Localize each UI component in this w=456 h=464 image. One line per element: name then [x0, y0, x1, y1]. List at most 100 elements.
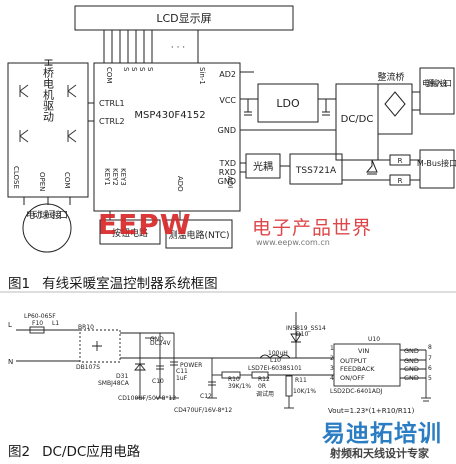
rectifier-box — [377, 83, 413, 135]
pin-gnd: GND — [218, 126, 236, 135]
pin-com-top: COM — [105, 67, 113, 83]
sch-onoff: ON/OFF — [340, 374, 365, 382]
sch-db: DB107S — [76, 364, 100, 371]
figure-2-schematic: L N LP60-065F F10 L1 BR10 DB107S DC24V G… — [8, 312, 432, 415]
sch-c11: C11 — [176, 368, 188, 375]
eepw-cn-logo: 电子产品世界 — [252, 217, 373, 239]
sch-c10: C10 — [152, 378, 164, 385]
bus-dots: · · · — [171, 43, 185, 53]
sch-note: 调试用 — [256, 390, 274, 398]
rf-subtitle: 射频和天线设计专家 — [330, 447, 429, 460]
sch-f10: F10 — [32, 320, 43, 327]
sch-l1: L1 — [52, 320, 59, 327]
sch-output: OUTPUT — [340, 357, 367, 365]
sch-feedback: FEEDBACK — [340, 365, 375, 373]
sch-n: N — [8, 358, 13, 366]
mcu-label: MSP430F4152 — [134, 110, 205, 121]
sch-c11v: 1uF — [176, 375, 188, 382]
eepw-logo: EEPW — [98, 208, 192, 241]
sch-r11v: 10K/1% — [293, 388, 316, 395]
sch-d10: D10 — [296, 331, 308, 338]
pin-seg-3: S — [138, 67, 146, 72]
eepw-url: www.eepw.com.cn — [256, 238, 330, 247]
hb-close: CLOSE — [12, 166, 20, 189]
pin-vcc: VCC — [219, 96, 236, 105]
sch-smbj: SMBJ48CA — [98, 380, 130, 387]
dcdc-label: DC/DC — [341, 114, 374, 125]
sch-r10v: 39K/1% — [228, 383, 251, 390]
sch-u10: U10 — [368, 336, 380, 343]
resistor-r1-label: R — [398, 157, 403, 165]
lcd-label: LCD显示屏 — [156, 12, 211, 25]
rf-logo: 易迪拓培训 — [322, 421, 442, 447]
lcd-bus — [103, 30, 199, 63]
pin-rxd: RXD — [219, 168, 236, 177]
sch-pin4: 4 — [330, 375, 334, 382]
tvs-diode-icon — [365, 159, 378, 175]
sch-l10: L10 — [270, 357, 281, 364]
figure-1-title: 有线采暖室温控制器系统框图 — [42, 276, 218, 292]
sch-l10v: 100uH — [268, 350, 288, 357]
figure-1-caption: 图1 有线采暖室温控制器系统框图 — [8, 272, 218, 292]
ldo-label: LDO — [276, 97, 300, 110]
pin-seg-1: S — [122, 67, 130, 72]
power-wires — [240, 71, 420, 131]
pin-key1: KEY1 — [103, 168, 111, 186]
rectifier-diamond-icon — [384, 91, 406, 117]
sch-c10v: CD100UF/50V-8*12 — [118, 395, 176, 402]
figure-2-number: 图2 — [8, 444, 31, 460]
sch-pin7: 7 — [428, 355, 432, 362]
sch-pin8: 8 — [428, 344, 432, 351]
pin-key3: KEY3 — [119, 168, 127, 186]
rectifier-label: 整流桥 — [377, 71, 404, 83]
sch-r11: R11 — [295, 377, 307, 384]
pin-txd: TXD — [218, 159, 236, 168]
pin-key2: KEY2 — [111, 168, 119, 186]
power-input-box — [419, 67, 455, 115]
hb-com: COM — [63, 172, 71, 188]
pin-sin1: Sin-1 — [198, 67, 206, 85]
sch-pin5: 5 — [428, 375, 432, 382]
tss721a-box — [289, 153, 343, 185]
sch-d10v: IN5819_SS14 — [286, 325, 326, 332]
h-bridge-label: H桥电机驱动 — [42, 58, 55, 121]
sch-c12: C12 — [200, 393, 212, 400]
valve-label: 电动球阀接口 — [26, 209, 68, 221]
sch-gnd-pin1: GND — [404, 347, 419, 355]
sch-gnd-top: GND — [150, 336, 164, 343]
keys-label: 按钮电路 — [112, 227, 148, 239]
figure-2-title: DC/DC应用电路 — [42, 444, 141, 460]
pin-ctrl1: CTRL1 — [99, 99, 125, 108]
sch-chip: LSD2DC-6401ADJ — [330, 388, 383, 395]
hb-open: OPEN — [38, 172, 46, 191]
sch-br10: BR10 — [78, 324, 94, 331]
keys-box — [99, 219, 161, 245]
figure-1-number: 图1 — [8, 276, 31, 292]
power-input-label: 电源输入接口 — [422, 78, 452, 88]
pin-seg-4: S — [146, 67, 154, 72]
sch-v24: DC24V — [150, 340, 171, 347]
sch-r10: R10 — [228, 376, 240, 383]
sch-power: POWER — [180, 362, 202, 369]
pin-adi: ADI — [226, 176, 234, 188]
sch-c12v: CD470UF/16V-8*12 — [174, 407, 232, 414]
resistor-r2-label: R — [398, 177, 403, 185]
pin-seg-2: S — [130, 67, 138, 72]
transistor-icons — [19, 84, 77, 143]
sch-pin2: 2 — [330, 355, 334, 362]
valve-circle — [22, 203, 72, 253]
sch-lp: LP60-065F — [24, 313, 56, 320]
pin-ado: ADO — [176, 176, 184, 192]
ldo-box — [257, 83, 319, 123]
sch-pin1: 1 — [330, 345, 334, 352]
mbus-box — [419, 149, 455, 189]
sch-gnd-pin2: GND — [404, 357, 419, 365]
pin-ad2: AD2 — [219, 70, 236, 79]
figure-2-caption: 图2 DC/DC应用电路 — [8, 440, 140, 460]
mcu-box — [93, 62, 241, 212]
optocoupler-label: 光耦 — [253, 160, 273, 173]
pin-gnd2: GND — [218, 177, 236, 186]
sch-pin3: 3 — [330, 365, 334, 372]
